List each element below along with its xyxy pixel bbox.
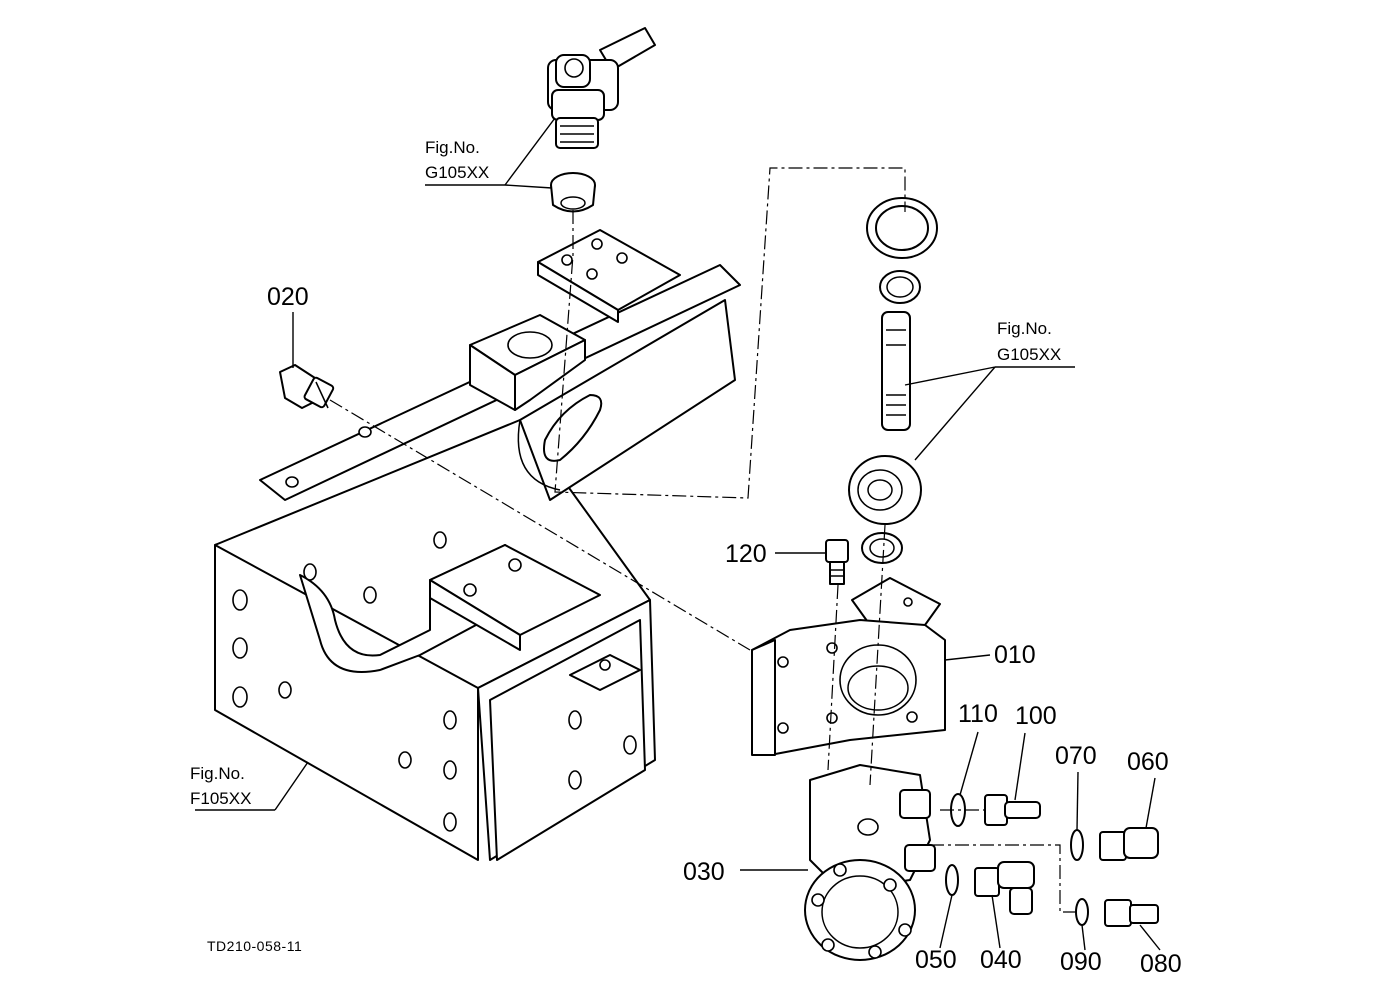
ref-right-label: Fig.No.: [997, 319, 1052, 338]
ref-left-label: Fig.No.: [190, 764, 245, 783]
fittings: [945, 793, 1159, 927]
callout-120: 120: [725, 540, 767, 568]
callout-050: 050: [915, 946, 957, 974]
bracket-010: [751, 619, 946, 756]
chassis-frame: [214, 229, 741, 861]
ref-top-label: Fig.No.: [425, 138, 480, 157]
callout-090: 090: [1060, 948, 1102, 976]
drawing-code: TD210-058-11: [207, 938, 302, 954]
bolt-020: [279, 364, 335, 409]
callout-060: 060: [1127, 748, 1169, 776]
callout-110: 110: [958, 700, 998, 728]
alignment-lines: [329, 167, 1080, 913]
callout-080: 080: [1140, 950, 1182, 978]
callout-010: 010: [994, 641, 1036, 669]
callout-030: 030: [683, 858, 725, 886]
leader-lines: [195, 117, 1161, 951]
callout-020: 020: [267, 283, 309, 311]
bushing: [550, 172, 596, 213]
universal-joint: [547, 27, 656, 149]
callout-100: 100: [1015, 702, 1057, 730]
shaft-assembly: [848, 197, 941, 626]
callout-070: 070: [1055, 742, 1097, 770]
steering-unit-030: [804, 764, 936, 961]
ref-top-number: G105XX: [425, 163, 489, 182]
ref-right-number: G105XX: [997, 345, 1061, 364]
ref-left-number: F105XX: [190, 789, 251, 808]
bolt-120: [825, 539, 849, 585]
callout-040: 040: [980, 946, 1022, 974]
